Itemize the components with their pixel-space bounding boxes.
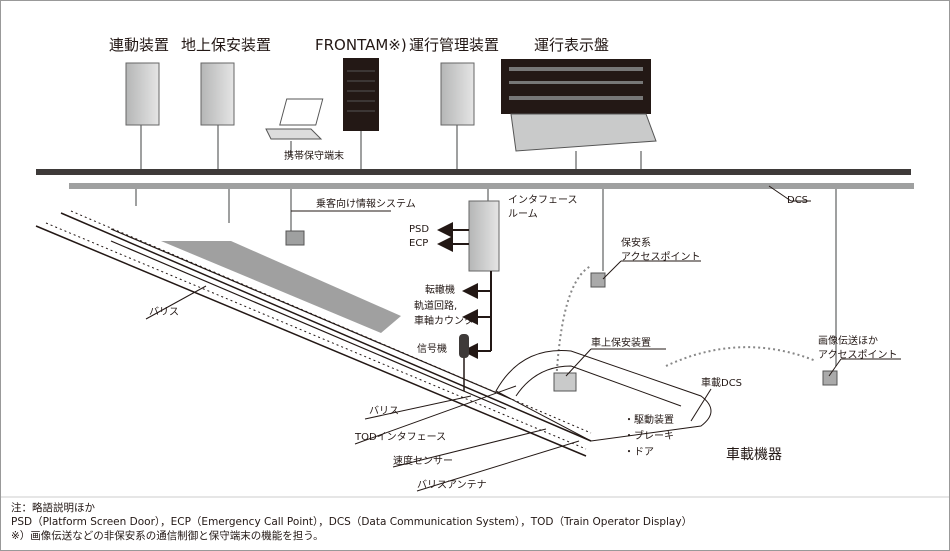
display-board [501,59,657,152]
label-portable-terminal: 携帯保守端末 [284,151,344,162]
network-bus-dark [36,169,911,175]
tracks [35,210,592,457]
label-brake: ・ブレーキ [624,431,674,442]
interlocking-rack [125,62,160,126]
onboard-safety-box [553,372,577,392]
label-door: ・ドア [624,447,654,458]
label-tod-interface: TODインタフェース [355,432,447,443]
label-balise-2: バリス [369,406,399,417]
label-safety-ap-1: 保安系 [621,238,651,249]
label-track-circuit-1: 軌道回路, [414,301,458,312]
label-passenger-info: 乗客向け情報システム [316,199,416,210]
safety-ap-box [590,272,606,288]
label-balise-antenna: バリスアンテナ [417,480,487,491]
wayside-safety-rack [200,62,235,126]
interface-room-rack [468,200,500,272]
dcs-bus [69,183,914,189]
label-interface-room-2: ルーム [508,209,538,220]
label-interlocking: 連動装置 [109,36,170,54]
label-traffic-mgmt: 運行管理装置 [409,36,500,54]
traffic-mgmt-rack [440,62,475,126]
label-switch: 転轍機 [425,285,455,296]
label-dcs: DCS [787,195,809,206]
label-safety-ap-2: アクセスポイント [621,252,701,263]
image-ap-box [822,370,838,386]
label-drive: ・駆動装置 [624,415,674,426]
label-frontam: FRONTAM※) [315,36,407,54]
label-signal: 信号機 [417,344,447,355]
label-onboard-dcs: 車載DCS [701,378,743,389]
label-display-board: 運行表示盤 [534,36,610,54]
label-ecp: ECP [409,238,429,249]
label-speed-sensor: 速度センサー [393,456,453,467]
label-psd: PSD [409,224,430,235]
note-heading: 注：略語説明ほか [11,502,95,514]
train-car [495,350,712,442]
label-balise-1: バリス [149,307,179,318]
label-onboard-safety: 車上保安装置 [591,338,651,349]
signal-icon [459,334,469,358]
frontam-rack [343,58,379,131]
drop-lines [135,124,837,366]
note-abbreviations: PSD（Platform Screen Door），ECP（Emergency … [11,516,693,528]
portable-terminal-laptop [265,98,324,140]
passenger-info-display [285,230,305,246]
label-image-ap-1: 画像伝送ほか [818,336,878,347]
label-track-circuit-2: 車軸カウンタ [414,316,474,327]
label-interface-room-1: インタフェース [508,195,578,206]
label-onboard-equipment: 車載機器 [726,447,782,463]
label-image-ap-2: アクセスポイント [818,350,898,361]
note-frontam: ※）画像伝送などの非保安系の通信制御と保守端末の機能を担う。 [11,530,324,542]
platform [161,241,401,333]
label-wayside-safety: 地上保安装置 [181,36,272,54]
